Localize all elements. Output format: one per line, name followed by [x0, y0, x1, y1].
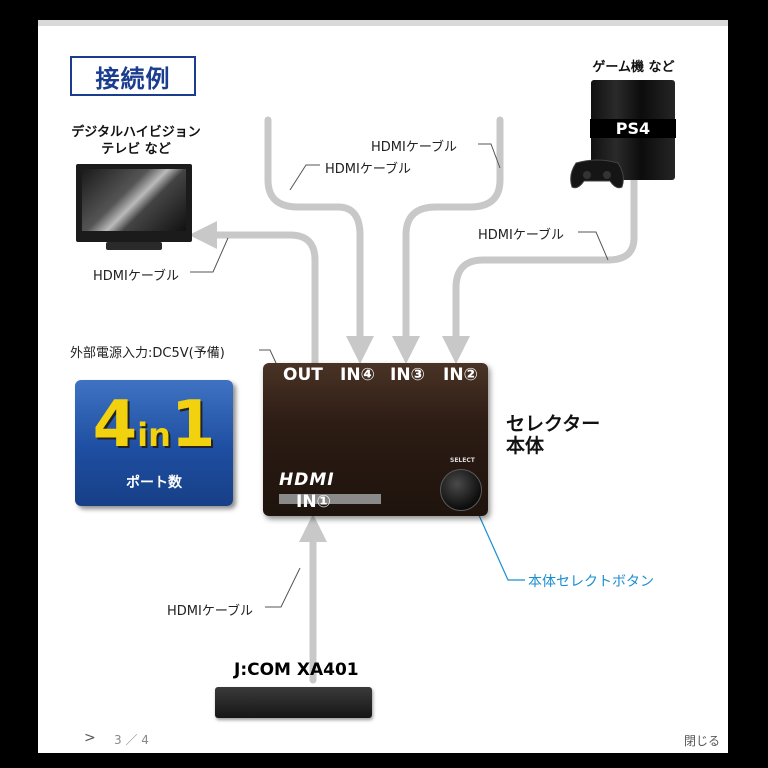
select-button-label: 本体セレクトボタン [528, 574, 654, 590]
port-in2: IN② [443, 365, 478, 385]
cable-label-top-left: HDMIケーブル [325, 162, 412, 177]
select-button[interactable] [440, 469, 482, 511]
cable-out-to-tv [189, 221, 319, 374]
leader-cable-source [265, 567, 301, 608]
leader-cable-tv [190, 237, 229, 273]
leader-select-button [477, 512, 525, 581]
source-device-name: J:COM XA401 [234, 660, 359, 680]
slide: 接続例 デジタルハイビジョン テレビ など ゲーム機 など PS4 HDMIケー… [38, 20, 728, 753]
port-in4: IN④ [340, 365, 375, 385]
cable-diagram [189, 116, 638, 684]
port-in3: IN③ [390, 365, 425, 385]
hdmi-logo: HDMI [279, 470, 335, 490]
select-tag: SELECT [450, 457, 475, 464]
game-label: ゲーム機 など [592, 60, 675, 75]
top-bar [38, 20, 728, 26]
next-page-button[interactable]: > [84, 730, 96, 746]
selector-label: セレクター 本体 [506, 413, 601, 457]
page-indicator: 3 ／ 4 [114, 733, 149, 747]
tv-label: デジタルハイビジョン テレビ など [71, 125, 201, 157]
port-out: OUT [283, 365, 323, 385]
console-name: PS4 [590, 119, 676, 138]
set-top-box-image [215, 687, 372, 718]
badge-subtitle: ポート数 [126, 475, 182, 491]
port-count-badge: 4in1 ポート数 [75, 380, 233, 506]
cable-label-tv: HDMIケーブル [93, 269, 180, 284]
cable-in2 [442, 176, 638, 364]
select-strip [279, 494, 381, 504]
tv-stand [106, 242, 162, 250]
leader-power [259, 349, 277, 364]
selector-device: HDMI SELECT [263, 363, 488, 516]
power-label: 外部電源入力:DC5V(予備) [70, 346, 225, 361]
close-button[interactable]: 閉じる [684, 734, 721, 748]
port-in1: IN① [296, 492, 331, 512]
cable-label-top-right: HDMIケーブル [371, 140, 458, 155]
leader-cable-top-right [478, 143, 501, 169]
badge-number: 4in1 [92, 388, 216, 462]
controller-icon [570, 159, 624, 189]
tv-image [76, 164, 192, 242]
leader-cable-ps4 [578, 231, 609, 261]
cable-label-source: HDMIケーブル [167, 604, 254, 619]
cable-label-ps4: HDMIケーブル [478, 228, 565, 243]
leader-cable-top-left [289, 164, 320, 191]
cable-in3 [392, 116, 504, 364]
cable-in4 [264, 116, 374, 364]
page-title: 接続例 [70, 56, 196, 96]
